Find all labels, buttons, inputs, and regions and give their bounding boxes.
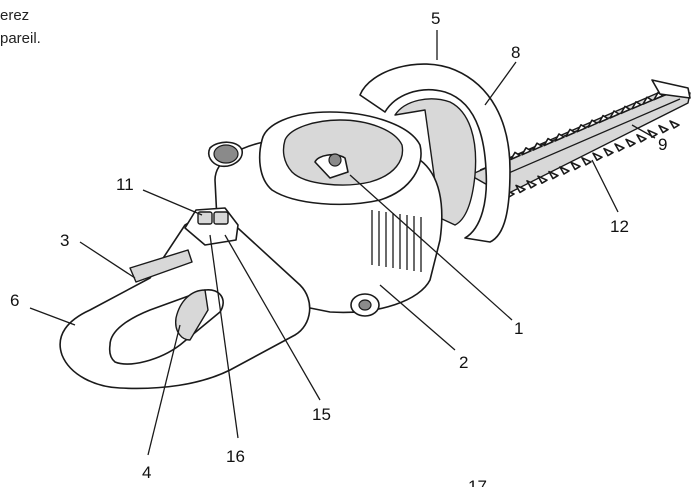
blade-tooth	[559, 166, 570, 175]
callout-1: 1	[514, 319, 523, 338]
blade-tooth	[576, 124, 587, 133]
blade-tooth	[587, 119, 598, 128]
text-fragment-1: erez	[0, 7, 30, 24]
callout-6: 6	[10, 291, 19, 310]
callout-3: 3	[60, 231, 69, 250]
callout-16: 16	[226, 447, 245, 466]
blade-tooth	[532, 142, 543, 151]
callout-11: 11	[116, 175, 134, 194]
blade-tooth	[510, 151, 521, 161]
front-handle	[359, 63, 511, 243]
blade-tooth	[625, 138, 636, 148]
blade-tooth	[548, 170, 559, 180]
callout-9: 9	[658, 135, 667, 154]
blade-tooth	[543, 137, 554, 147]
blade-tooth	[565, 128, 576, 138]
blade-tooth	[581, 157, 592, 166]
blade-tooth	[614, 143, 625, 152]
blade-tooth	[537, 175, 548, 184]
blade-tooth	[636, 134, 647, 143]
blade-tooth	[603, 147, 614, 157]
blade-tooth	[620, 105, 631, 115]
text-fragment-2: pareil.	[0, 30, 41, 47]
blade-tooth	[554, 133, 565, 142]
callout-5: 5	[431, 9, 440, 28]
blade-tooth	[609, 110, 620, 119]
callout-17: 17	[468, 477, 487, 487]
blade-tooth	[515, 184, 526, 194]
callout-4: 4	[142, 463, 151, 482]
callout-15: 15	[312, 405, 331, 424]
blade-tooth	[521, 147, 532, 156]
blade-tooth	[669, 120, 680, 129]
callout-12: 12	[610, 217, 629, 236]
blade-tooth	[647, 129, 658, 138]
blade-tooth	[592, 152, 603, 161]
rear-handle	[59, 207, 311, 390]
blade-tooth	[598, 114, 609, 124]
callout-8: 8	[511, 43, 520, 62]
callout-2: 2	[459, 353, 468, 372]
blade-tooth	[631, 101, 642, 110]
blade-tooth	[570, 161, 581, 171]
blade-tooth	[526, 180, 537, 189]
blade-tooth	[642, 96, 653, 105]
callout-labels: 5 8 9 12 11 3 6 1 2 15 16 4 17	[10, 9, 667, 487]
leader-lines	[29, 30, 656, 456]
blade-tooth	[658, 124, 669, 134]
